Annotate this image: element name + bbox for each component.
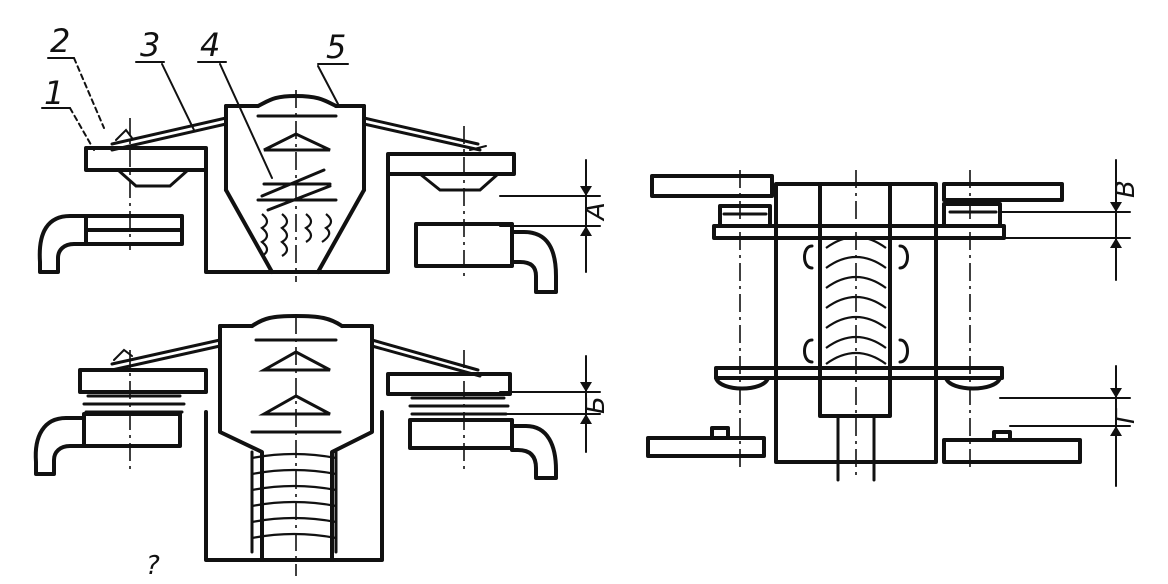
dimension-gap-v: В	[1111, 180, 1141, 198]
label-part-5: 5	[326, 28, 346, 66]
label-part-4: 4	[200, 26, 220, 64]
part-labels: 2 1 3 4 5	[41, 22, 349, 179]
stray-mark: ?	[146, 551, 160, 580]
housing	[204, 158, 390, 274]
view-top-left: А	[37, 90, 611, 294]
view-right: В Г	[646, 159, 1141, 487]
dimension-gap-a: А	[581, 202, 611, 222]
view-bottom-left: Б ?	[33, 314, 611, 581]
dimension-gap-g: Г	[1111, 407, 1141, 424]
label-part-2: 2	[50, 22, 70, 60]
label-part-3: 3	[140, 26, 160, 64]
label-part-1: 1	[44, 74, 64, 112]
dimension-gap-b: Б	[581, 396, 611, 414]
